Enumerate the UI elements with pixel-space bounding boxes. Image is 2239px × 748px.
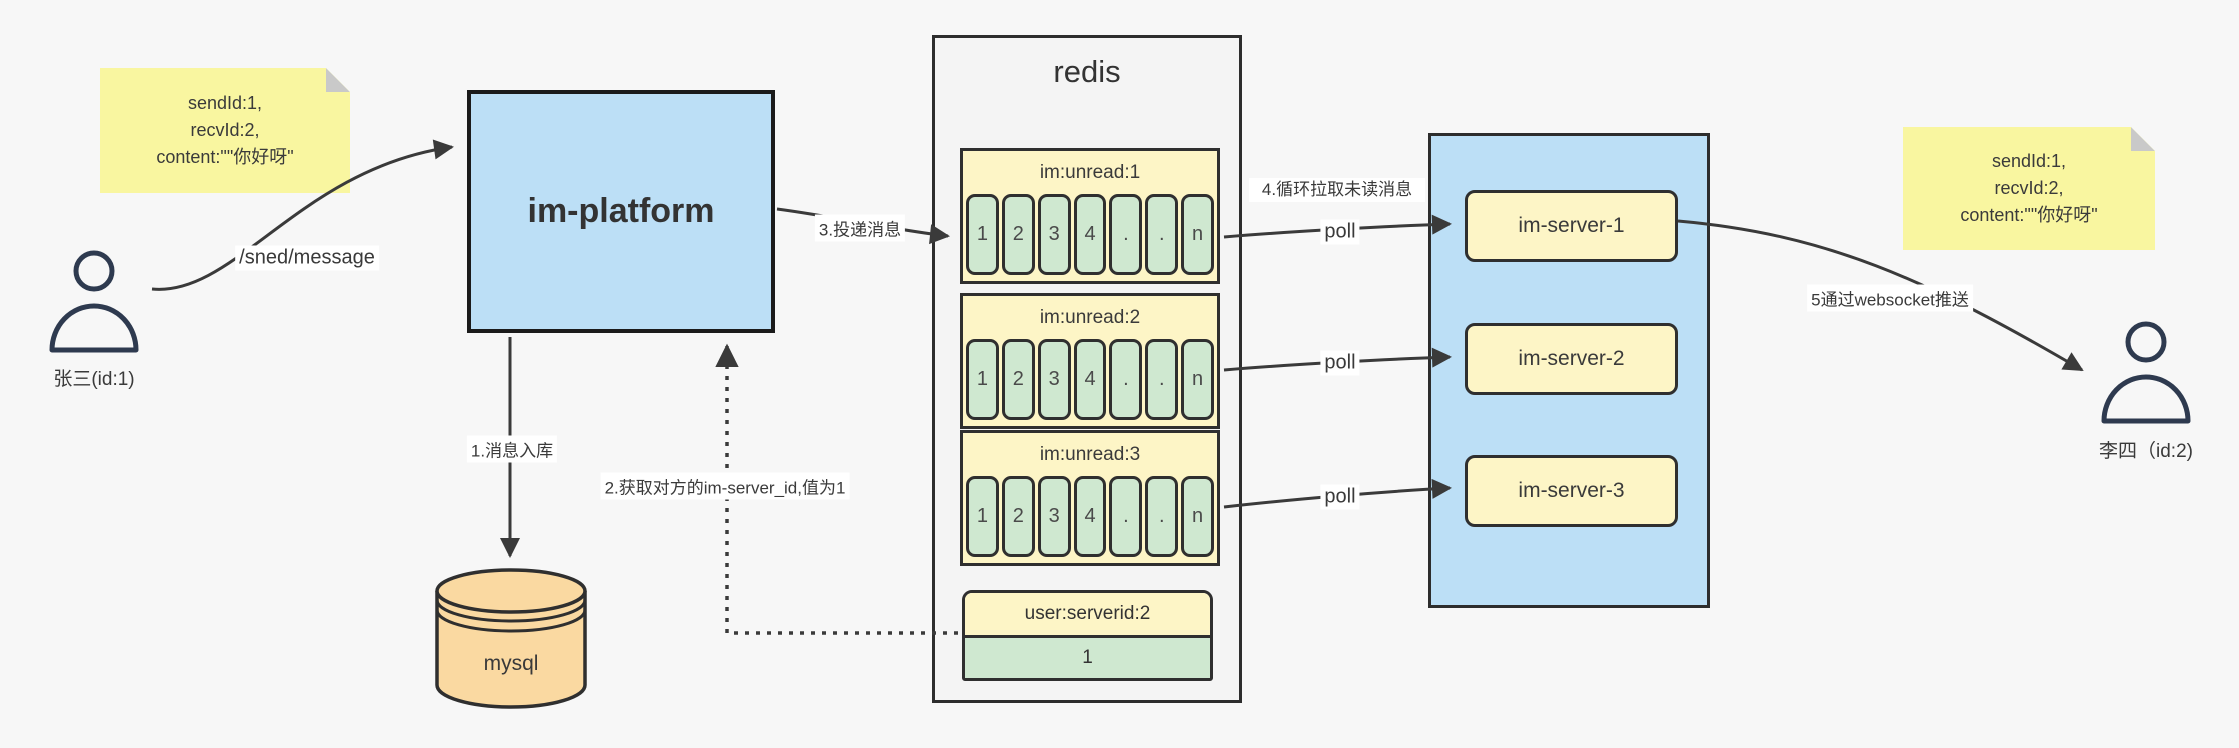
im-platform-label: im-platform (527, 192, 715, 230)
note-line: recvId:2, (190, 120, 260, 140)
queue-im-unread-2: im:unread:2 1 2 3 4 . . n (960, 293, 1220, 429)
note-fold-icon (2131, 127, 2155, 151)
queue-name: im:unread:2 (1039, 306, 1141, 328)
receiver-label: 李四（id:2) (2099, 441, 2193, 462)
note-line: content:""你好呀" (156, 147, 294, 167)
queue-cell: 2 (1001, 194, 1035, 275)
database-cylinder-icon (435, 568, 587, 709)
im-server-3-box: im-server-3 (1465, 455, 1678, 527)
note-line: recvId:2, (1994, 178, 2064, 198)
queue-cells: 1 2 3 4 . . n (966, 339, 1215, 420)
im-server-2-box: im-server-2 (1465, 323, 1678, 395)
queue-cell: n (1181, 194, 1215, 275)
im-platform-box: im-platform (467, 90, 775, 333)
queue-cell: 3 (1037, 194, 1071, 275)
note-line: sendId:1, (187, 93, 263, 113)
queue-cell: . (1145, 194, 1179, 275)
queue-cell: 1 (966, 194, 999, 275)
user-icon-receiver (2090, 314, 2202, 428)
queue-cell: . (1109, 194, 1143, 275)
queue-cell: n (1181, 339, 1215, 420)
edge-label-step1: 1.消息入库 (466, 435, 558, 463)
note-fold-icon (326, 68, 350, 92)
queue-name: im:unread:3 (1039, 443, 1141, 465)
queue-cell: 3 (1037, 476, 1071, 557)
im-server-cluster-panel: im-server-1 im-server-2 im-server-3 (1428, 133, 1710, 608)
mysql-database: mysql (433, 566, 589, 712)
sender-label: 张三(id:1) (53, 369, 135, 390)
queue-cell: . (1145, 339, 1179, 420)
queue-cell: 3 (1037, 339, 1071, 420)
edge-label-poll-2: poll (1320, 350, 1360, 376)
queue-cells: 1 2 3 4 . . n (966, 476, 1215, 557)
user-serverid-block: user:serverid:2 1 (962, 590, 1213, 681)
im-server-1-box: im-server-1 (1465, 190, 1678, 262)
mysql-label: mysql (483, 652, 539, 675)
queue-cells: 1 2 3 4 . . n (966, 194, 1215, 275)
queue-cell: 1 (966, 476, 999, 557)
queue-cell: 2 (1001, 476, 1035, 557)
edge-label-poll-3: poll (1320, 484, 1360, 510)
queue-cell: 2 (1001, 339, 1035, 420)
note-line: content:""你好呀" (1960, 205, 2098, 225)
queue-im-unread-1: im:unread:1 1 2 3 4 . . n (960, 148, 1220, 284)
edge-label-step4: 4.循环拉取未读消息 (1249, 177, 1425, 203)
user-icon-sender (38, 243, 150, 357)
queue-cell: 4 (1073, 476, 1107, 557)
queue-name: im:unread:1 (1039, 161, 1141, 183)
edge-label-poll-1: poll (1320, 219, 1360, 245)
edge-label-step3: 3.投递消息 (814, 214, 906, 242)
user-serverid-key: user:serverid:2 (965, 593, 1210, 638)
queue-cell: 1 (966, 339, 999, 420)
queue-cell: n (1181, 476, 1215, 557)
edge-label-send: /sned/message (235, 245, 379, 271)
queue-cell: . (1145, 476, 1179, 557)
queue-cell: 4 (1073, 339, 1107, 420)
queue-cell: 4 (1073, 194, 1107, 275)
redis-panel: redis im:unread:1 1 2 3 4 . . n im:unrea… (932, 35, 1242, 703)
sticky-note-sender: sendId:1, recvId:2, content:""你好呀" (100, 68, 350, 193)
queue-cell: . (1109, 476, 1143, 557)
edge-label-step2: 2.获取对方的im-server_id,值为1 (600, 472, 850, 500)
queue-cell: . (1109, 339, 1143, 420)
queue-im-unread-3: im:unread:3 1 2 3 4 . . n (960, 430, 1220, 566)
note-line: sendId:1, (1991, 151, 2067, 171)
edge-label-step5: 5通过websocket推送 (1807, 284, 1973, 312)
redis-title: redis (1053, 54, 1121, 89)
user-serverid-value: 1 (965, 638, 1210, 678)
sticky-note-receiver: sendId:1, recvId:2, content:""你好呀" (1903, 127, 2155, 250)
